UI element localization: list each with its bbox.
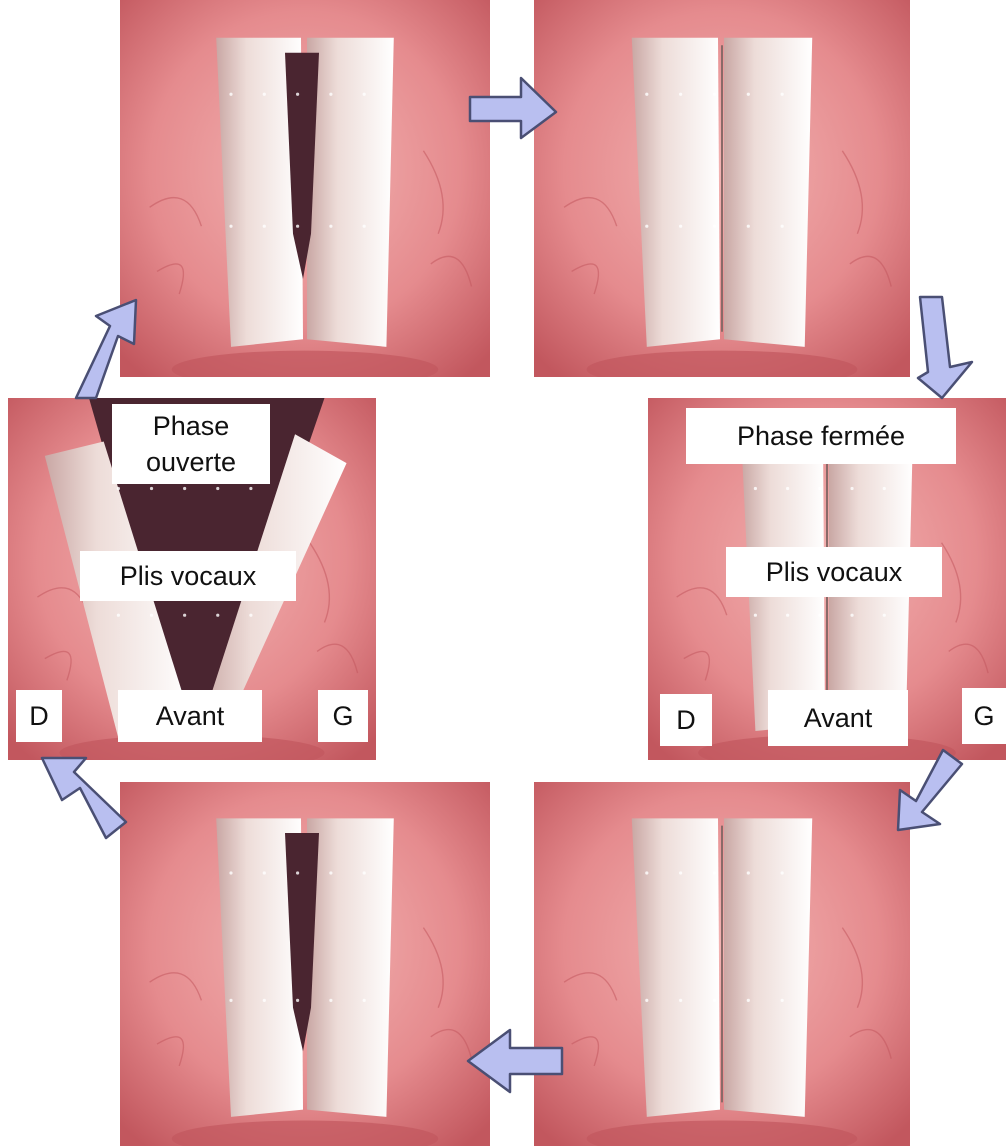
arrow-left-lower-up-left-icon [42,758,126,838]
arrow-left-upper-up-right-icon [76,300,136,398]
arrow-bottom-left-icon [468,1030,562,1092]
arrow-right-lower-down-left-icon [898,750,962,830]
arrow-right-upper-down-icon [918,297,972,398]
arrow-top-right-icon [470,78,556,138]
